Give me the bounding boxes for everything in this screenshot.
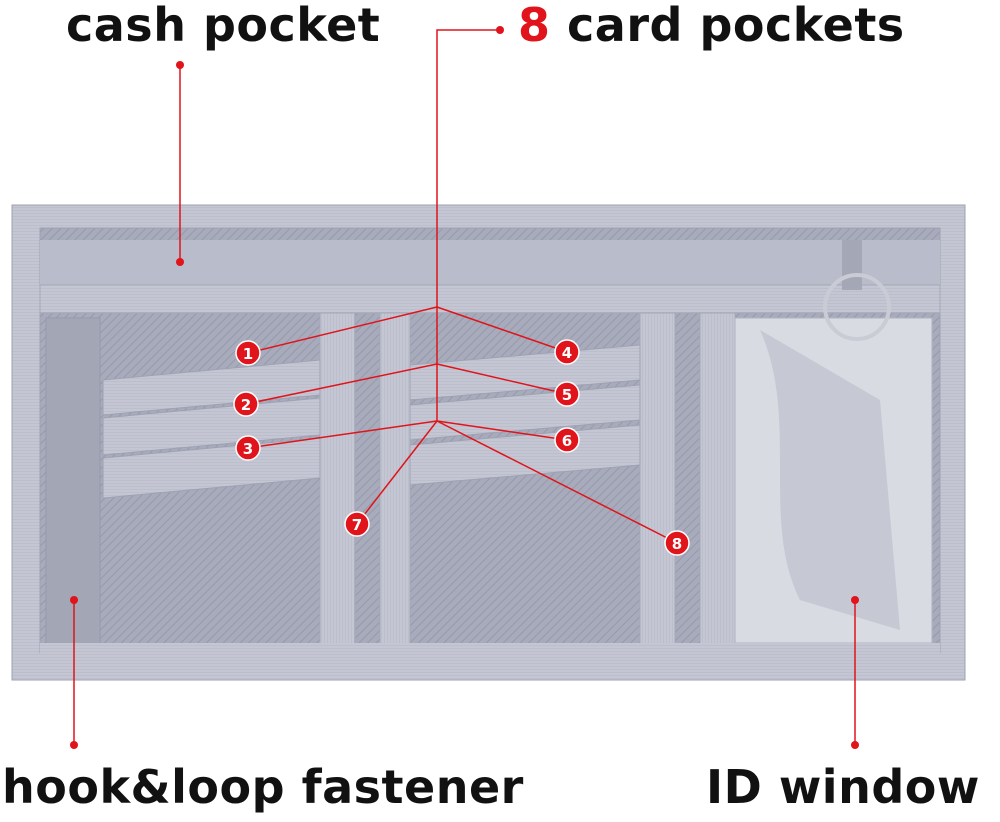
wallet (11, 204, 966, 681)
svg-text:6: 6 (562, 432, 572, 450)
card-pockets-count: 8 (518, 0, 551, 52)
svg-text:2: 2 (241, 396, 251, 414)
pocket-marker-1: 1 (235, 340, 261, 366)
pocket-marker-2: 2 (233, 391, 259, 417)
callout-lines (73, 29, 856, 745)
hook-loop-strip (45, 317, 101, 647)
card-pockets-text: card pockets (567, 0, 905, 52)
pocket-marker-5: 5 (554, 381, 580, 407)
cash-pocket-label: cash pocket (66, 0, 381, 52)
svg-text:3: 3 (243, 440, 253, 458)
pocket-marker-8: 8 (664, 530, 690, 556)
svg-text:7: 7 (352, 516, 362, 534)
pocket-marker-6: 6 (554, 427, 580, 453)
svg-text:5: 5 (562, 386, 572, 404)
callout-dots (70, 26, 859, 749)
card-pockets-label: 8 card pockets (518, 0, 905, 52)
svg-text:1: 1 (243, 345, 253, 363)
svg-text:8: 8 (672, 535, 682, 553)
pocket-marker-4: 4 (554, 339, 580, 365)
pocket-marker-7: 7 (344, 511, 370, 537)
pocket-markers: 1 2 3 4 5 6 7 8 (233, 339, 690, 556)
key-ring (823, 273, 891, 341)
hook-loop-fastener-label: hook&loop fastener (2, 760, 524, 814)
cash-pocket (40, 240, 940, 285)
pocket-marker-3: 3 (235, 435, 261, 461)
svg-text:4: 4 (562, 344, 572, 362)
id-window-label: ID window (706, 760, 980, 814)
